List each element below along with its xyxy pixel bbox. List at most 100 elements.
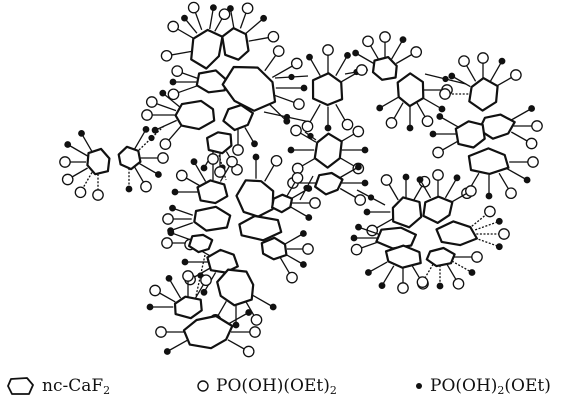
- ligand-stem: [510, 107, 532, 121]
- ligand-stem: [506, 167, 528, 181]
- rounded-polygon-icon: [7, 377, 34, 395]
- ligand-stem: [227, 311, 250, 325]
- diester-ligand-head: [214, 166, 226, 178]
- nanocrystal-aggregate-diagram: [59, 1, 543, 358]
- monoester-ligand-head: [376, 104, 384, 112]
- caf2-grain: [371, 56, 398, 81]
- ligand-stem: [489, 60, 503, 82]
- ligand-stem: [162, 92, 180, 108]
- monoester-ligand-head: [363, 208, 371, 216]
- monoester-ligand-head: [324, 124, 332, 132]
- monoester-ligand-head: [436, 113, 444, 120]
- diester-ligand-head: [74, 186, 87, 199]
- diester-ligand-head: [249, 326, 261, 338]
- monoester-ligand-head: [260, 14, 268, 22]
- diester-ligand-head: [149, 284, 161, 297]
- monoester-ligand-head: [252, 153, 260, 161]
- ligand-stem: [444, 177, 458, 199]
- caf2-nanocrystals: [86, 27, 516, 350]
- caf2-grain: [313, 132, 343, 169]
- diester-ligand-head: [355, 64, 368, 76]
- diester-ligand-head: [171, 65, 184, 77]
- diester-ligand-head: [218, 8, 231, 21]
- bridge-node: [288, 73, 295, 81]
- monoester-ligand-head: [448, 72, 456, 80]
- caf2-grain: [467, 147, 510, 175]
- monoester-ligand-head: [436, 282, 444, 290]
- diester-ligand-head: [155, 326, 167, 338]
- diester-ligand-head: [477, 52, 489, 64]
- caf2-grain: [314, 171, 344, 196]
- caf2-grain: [384, 244, 422, 269]
- diester-ligand-head: [267, 30, 280, 43]
- monoester-ligand-head: [251, 140, 258, 148]
- diester-ligand-head: [182, 270, 194, 282]
- diester-ligand-head: [458, 55, 470, 67]
- diester-ligand-head: [341, 118, 354, 131]
- ligand-stem: [368, 261, 388, 274]
- monoester-ligand-head: [468, 269, 476, 276]
- ligand-stem: [284, 253, 304, 266]
- diester-ligand-head: [452, 277, 465, 290]
- diester-ligand-head: [167, 20, 180, 33]
- monoester-ligand-head: [171, 188, 179, 196]
- caf2-grain: [206, 131, 233, 155]
- ligand-stem: [267, 102, 288, 122]
- ligand-stem: [379, 96, 399, 109]
- diester-ligand-head: [397, 282, 409, 294]
- diester-ligand-head: [241, 2, 254, 15]
- diester-ligand-head: [293, 98, 305, 110]
- diester-ligand-head: [145, 96, 158, 108]
- monoester-ligand-head: [523, 176, 531, 184]
- bridge-node: [367, 194, 375, 201]
- caf2-grain: [221, 27, 250, 61]
- diester-ligand-head: [352, 125, 365, 138]
- monoester-ligand-head: [210, 4, 217, 11]
- caf2-grain: [260, 236, 288, 261]
- diester-ligand-head: [159, 138, 172, 150]
- ligand-stem: [166, 339, 189, 353]
- ligand-stem: [170, 222, 194, 232]
- monoester-ligand-head: [378, 282, 386, 290]
- caf2-grain: [271, 193, 294, 214]
- caf2-grain: [391, 196, 423, 229]
- monoester-ligand-head: [438, 105, 446, 113]
- legend-grain: nc-CaF2: [6, 372, 110, 400]
- legend: nc-CaF2 PO(OH)(OEt)2 PO(OH)2(OEt): [0, 372, 566, 400]
- diester-ligand-head: [531, 120, 543, 132]
- ligand-stem: [133, 129, 147, 150]
- monoester-ligand-head: [350, 234, 358, 242]
- diester-ligand-head: [161, 237, 173, 249]
- caf2-grain: [196, 179, 229, 205]
- caf2-grain: [435, 220, 478, 247]
- caf2-grain: [311, 72, 344, 107]
- caf2-grain: [193, 205, 232, 232]
- caf2-grain: [425, 246, 456, 268]
- caf2-grain: [222, 104, 254, 132]
- diester-ligand-head: [272, 45, 285, 57]
- diester-ligand-head: [302, 243, 314, 255]
- ligand-stem: [193, 161, 207, 182]
- ligand-stem: [290, 187, 310, 200]
- legend-monoester-label: PO(OH)2(OEt): [430, 376, 551, 397]
- caf2-grain: [235, 179, 275, 218]
- diester-ligand-head: [498, 228, 510, 240]
- diester-ligand-head: [465, 185, 477, 197]
- diester-ligand-head: [471, 251, 483, 263]
- ligand-stem: [284, 232, 304, 245]
- diester-ligand-head: [291, 172, 304, 184]
- caf2-grain: [188, 233, 214, 254]
- legend-diester-label: PO(OH)(OEt)2: [216, 376, 337, 397]
- ligand-stem: [390, 39, 404, 60]
- ligand-stem: [308, 56, 321, 77]
- diester-ligand-head: [61, 173, 74, 186]
- monoester-ligand-head: [159, 89, 167, 97]
- monoester-ligand-head: [416, 176, 424, 184]
- ligand-stem: [439, 115, 459, 128]
- monoester-ligand-head: [365, 269, 372, 276]
- diester-ligand-head: [301, 120, 314, 133]
- monoester-ligand-head: [181, 14, 188, 22]
- monoester-ligand-head: [125, 185, 133, 193]
- diester-ligand-head: [59, 156, 71, 168]
- monoester-ligand-head: [429, 130, 437, 138]
